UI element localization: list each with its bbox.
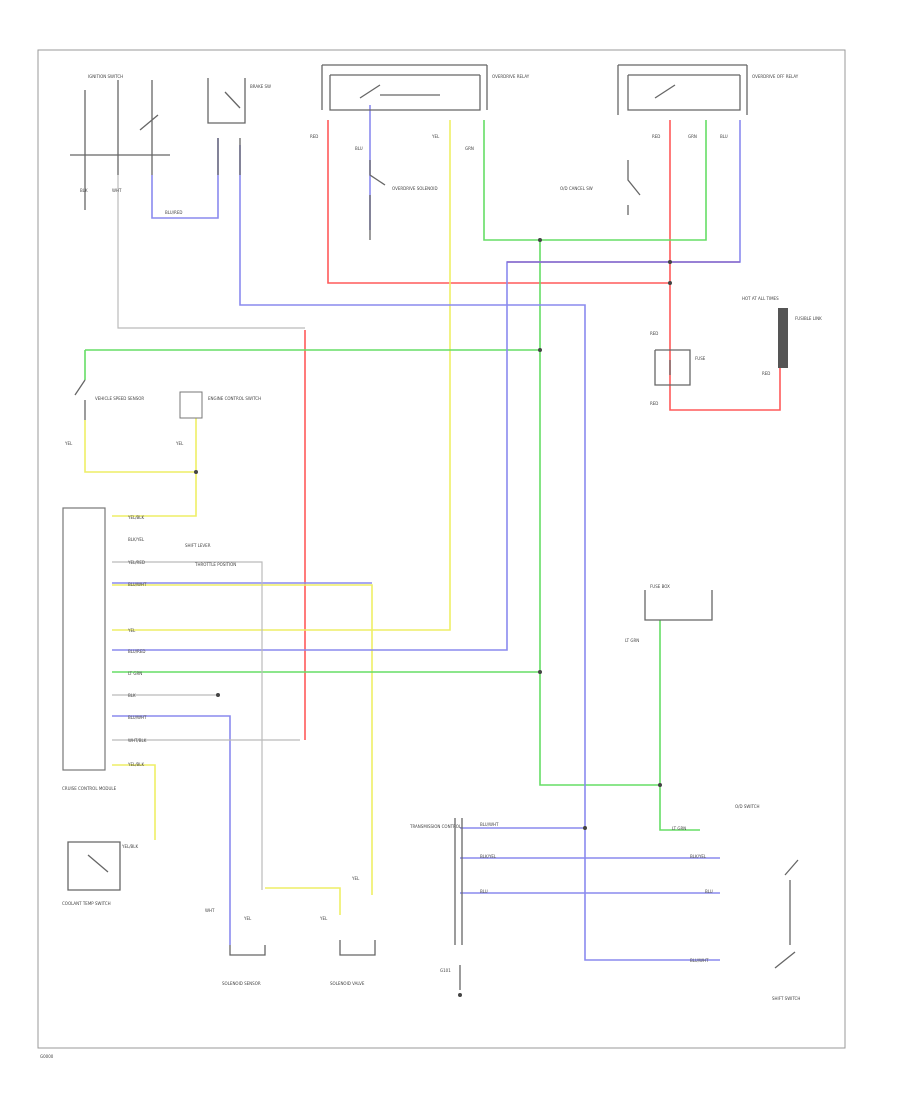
brake-switch-symbol [207,78,246,175]
label-engine-control: ENGINE CONTROL SWITCH [208,396,261,401]
fuse-block-symbol [654,349,691,386]
wire-tag: BLU/WHT [128,582,147,587]
wire-tag: YEL [175,441,184,446]
wire-tag: BLK/YEL [128,537,145,542]
red-wires [304,120,781,740]
label-overdrive-solenoid: OVERDRIVE SOLENOID [392,186,438,191]
wire-tag: RED [762,371,770,376]
wire-tag: YEL [319,916,328,921]
od-switch-symbol [784,859,799,945]
wire-tag: BLU [355,146,363,151]
label-ground: G101 [440,968,451,973]
wire-tag: BLK/YEL [480,854,497,859]
wire-tag: RED [310,134,318,139]
sensor-b-symbol [339,940,376,956]
fusible-link-symbol [778,308,788,368]
wire-tag: BLU/WHT [480,822,499,827]
wire-tag: YEL/RED [127,560,145,565]
wire-tag: GRN [688,134,697,139]
wire-tag: BLU [720,134,728,139]
wire-tag: YEL [351,876,360,881]
label-vehicle-speed-sensor: VEHICLE SPEED SENSOR [95,396,144,401]
label-temp-switch: COOLANT TEMP SWITCH [62,901,111,906]
overdrive-relay-symbol [321,64,488,111]
label-overdrive-off-relay: OVERDRIVE OFF RELAY [752,74,799,79]
fuse-box-symbol [644,590,713,621]
yellow-wires [84,120,451,915]
footer-code: G0000 [40,1054,54,1059]
sensor-a-symbol [229,945,266,956]
wire-tag: BLU/WHT [128,715,147,720]
wire-tag: LT GRN [128,671,142,676]
wire-tag: YEL [431,134,440,139]
diagram-frame [37,49,846,1049]
shift-switch-symbol [774,951,796,969]
wire-tag: BLU [480,889,488,894]
grey-wires [112,175,305,890]
wire-tag: BLK [128,693,136,698]
wire-tag: BLK/YEL [690,854,707,859]
wire-tag: YEL/BLK [127,515,145,520]
ignition-switch-symbol [70,80,170,210]
wire-tag: RED [652,134,660,139]
label-tcm: TRANSMISSION CONTROL [409,824,462,829]
label-cruise-module: CRUISE CONTROL MODULE [62,786,117,791]
label-hot-at-all-times: HOT AT ALL TIMES [742,296,779,301]
label-ignition: IGNITION SWITCH [88,74,123,79]
vss-symbol [74,379,86,420]
wire-tag: WHT [205,908,215,913]
overdrive-off-relay-symbol [617,64,748,215]
wire-tag: BLU/RED [128,649,145,654]
label-overdrive-relay: OVERDRIVE RELAY [492,74,530,79]
wire-tag: LT GRN [672,826,686,831]
label-fuse: FUSE [695,356,706,361]
temp-switch-symbol [67,841,121,891]
wire-tag: RED [650,401,658,406]
wire-tag: LT GRN [625,638,639,643]
wire-tag: WHT/BLK [128,738,147,743]
label-brake-switch: BRAKE SW [250,84,271,89]
tcm-symbol [454,818,463,990]
splice-points [194,238,672,997]
cruise-module-symbol [62,507,106,771]
wire-tag: BLU/WHT [690,958,709,963]
label-sensor-b: SOLENOID VALVE [330,981,365,986]
wire-tag: BLK [80,188,88,193]
solenoid-switch-symbol [369,160,386,240]
label-fuse-box: FUSE BOX [650,584,670,589]
wire-tag: YEL [127,628,136,633]
green-wires [84,120,707,831]
engine-control-symbol [179,391,203,419]
wire-tag: WHT [112,188,122,193]
label-sensor-a: SOLENOID SENSOR [222,981,261,986]
label-fusible-link: FUSIBLE LINK [795,316,822,321]
label-throttle-position: THROTTLE POSITION [194,562,236,567]
wire-tag: YEL [243,916,252,921]
wire-tag: GRN [465,146,474,151]
wire-tag: RED [650,331,658,336]
wire-tag: BLU [705,889,713,894]
wire-tag: BLU/RED [165,210,182,215]
label-shift-switch: SHIFT SWITCH [772,996,800,1001]
wire-tag: YEL/BLK [121,844,139,849]
blue-wires [112,105,741,961]
wire-tag: YEL/BLK [127,762,145,767]
label-shift-note: SHIFT LEVER [185,543,211,548]
label-od-cancel-switch: O/D CANCEL SW [560,186,593,191]
label-o-d-switch: O/D SWITCH [735,804,760,809]
wire-tag: YEL [64,441,73,446]
